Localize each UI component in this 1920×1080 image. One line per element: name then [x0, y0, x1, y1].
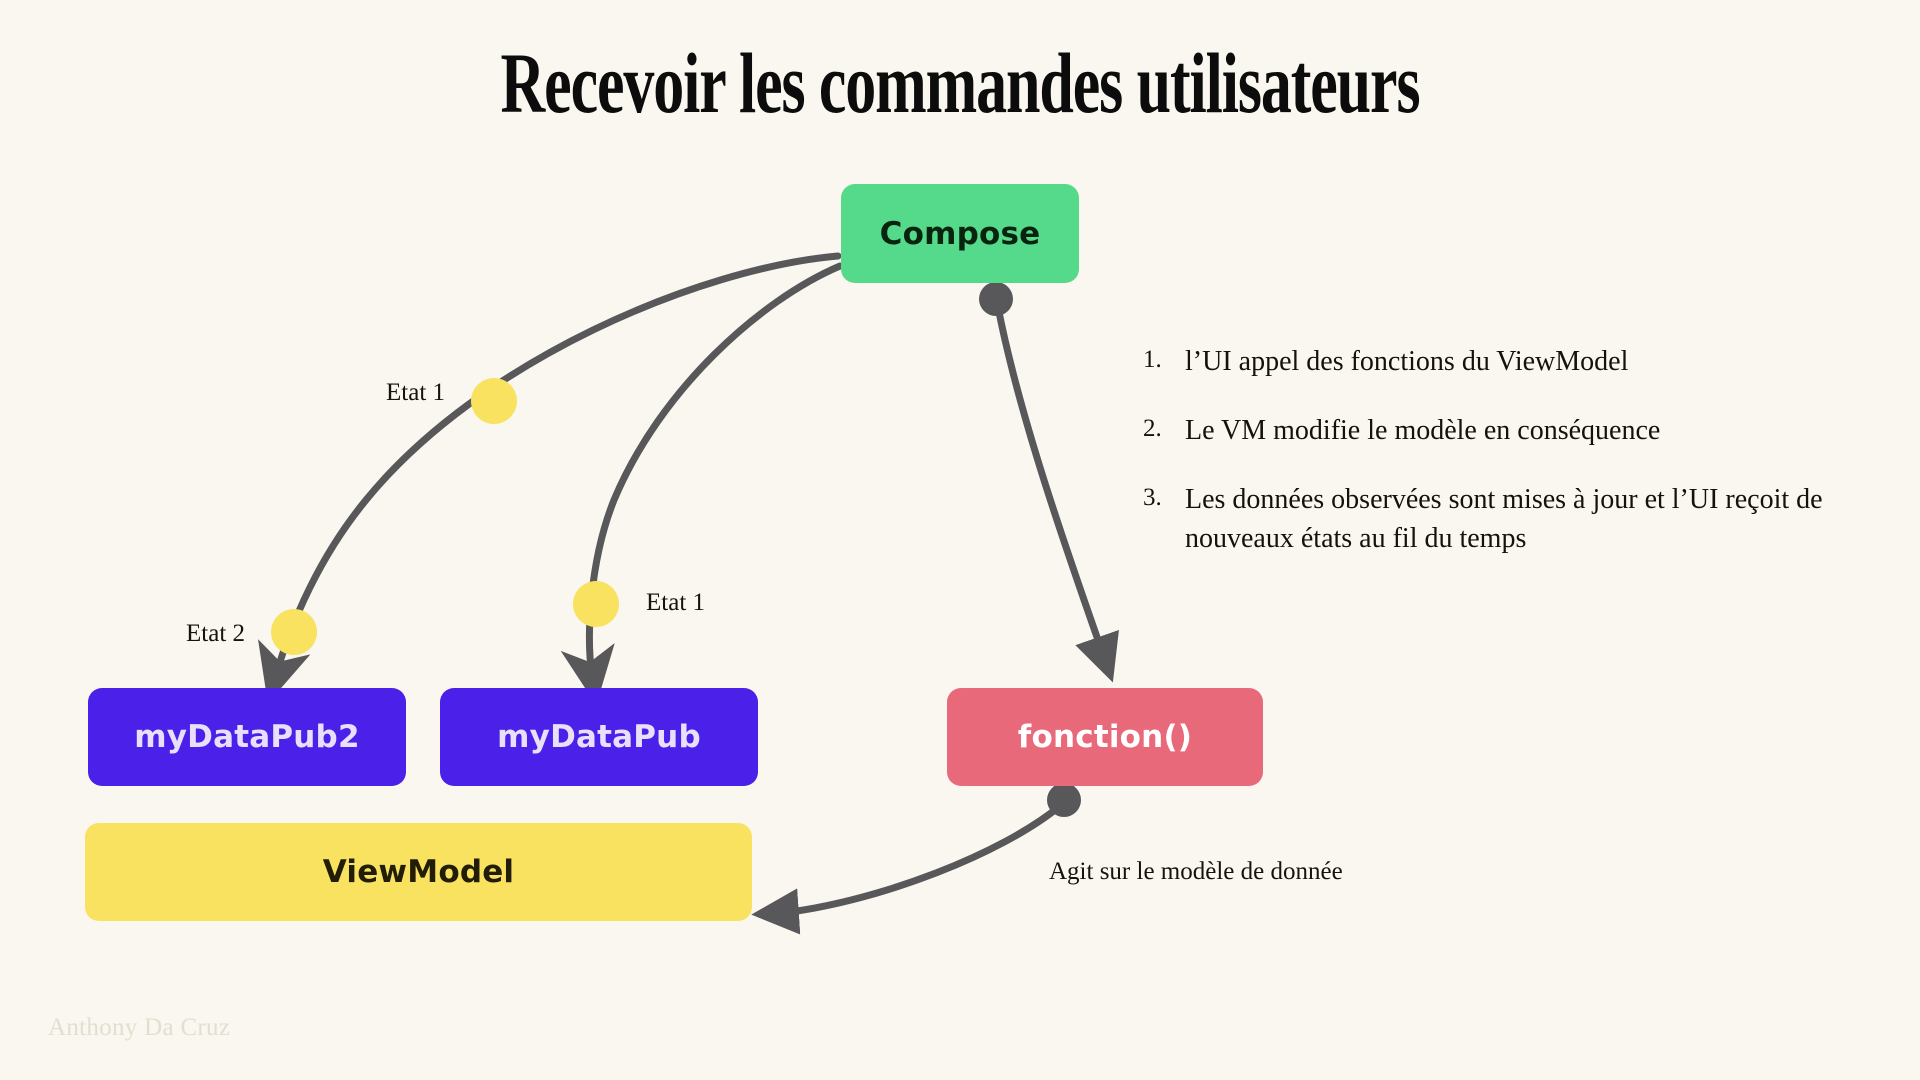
state-dot-etat1-b — [573, 581, 619, 627]
steps-list: 1. l’UI appel des fonctions du ViewModel… — [1143, 342, 1823, 588]
node-mydatapub2-label: myDataPub2 — [134, 719, 360, 755]
state-dot-etat2 — [271, 609, 317, 655]
edge-label-etat1-b: Etat 1 — [646, 589, 706, 616]
edge-fonction-to-viewmodel — [751, 802, 1064, 935]
list-item: 2. Le VM modifie le modèle en conséquenc… — [1143, 411, 1823, 451]
node-mydatapub-label: myDataPub — [497, 719, 701, 755]
step-number: 1. — [1143, 346, 1162, 373]
step-text: Le VM modifie le modèle en conséquence — [1185, 414, 1661, 446]
step-text: Les données observées sont mises à jour … — [1185, 483, 1823, 555]
node-viewmodel-label: ViewModel — [322, 854, 515, 890]
node-fonction-label: fonction() — [1017, 719, 1193, 755]
author-signature: Anthony Da Cruz — [48, 1014, 231, 1041]
edge-compose-to-mydatapub2 — [258, 252, 842, 704]
node-fonction[interactable]: fonction() — [947, 688, 1263, 786]
edge-compose-to-fonction — [994, 303, 1119, 683]
node-mydatapub2[interactable]: myDataPub2 — [88, 688, 406, 786]
step-text: l’UI appel des fonctions du ViewModel — [1185, 346, 1629, 377]
step-number: 2. — [1143, 414, 1162, 442]
edge-label-etat1-a: Etat 1 — [386, 379, 446, 406]
edge-label-agit: Agit sur le modèle de donnée — [1049, 858, 1343, 885]
page-title: Recevoir les commandes utilisateurs — [500, 35, 1421, 131]
edge-label-etat2: Etat 2 — [186, 620, 246, 647]
edge-origin-dot-compose — [979, 282, 1013, 316]
list-item: 3. Les données observées sont mises à jo… — [1143, 480, 1823, 560]
node-compose-label: Compose — [879, 215, 1041, 252]
list-item: 1. l’UI appel des fonctions du ViewModel — [1143, 342, 1823, 382]
edge-origin-dot-fonction — [1047, 783, 1081, 817]
node-compose[interactable]: Compose — [841, 184, 1079, 283]
state-dot-etat1-a — [471, 378, 517, 424]
edge-compose-to-mydatapub — [560, 262, 844, 706]
node-mydatapub[interactable]: myDataPub — [440, 688, 758, 786]
node-viewmodel[interactable]: ViewModel — [85, 823, 752, 921]
step-number: 3. — [1143, 483, 1162, 511]
